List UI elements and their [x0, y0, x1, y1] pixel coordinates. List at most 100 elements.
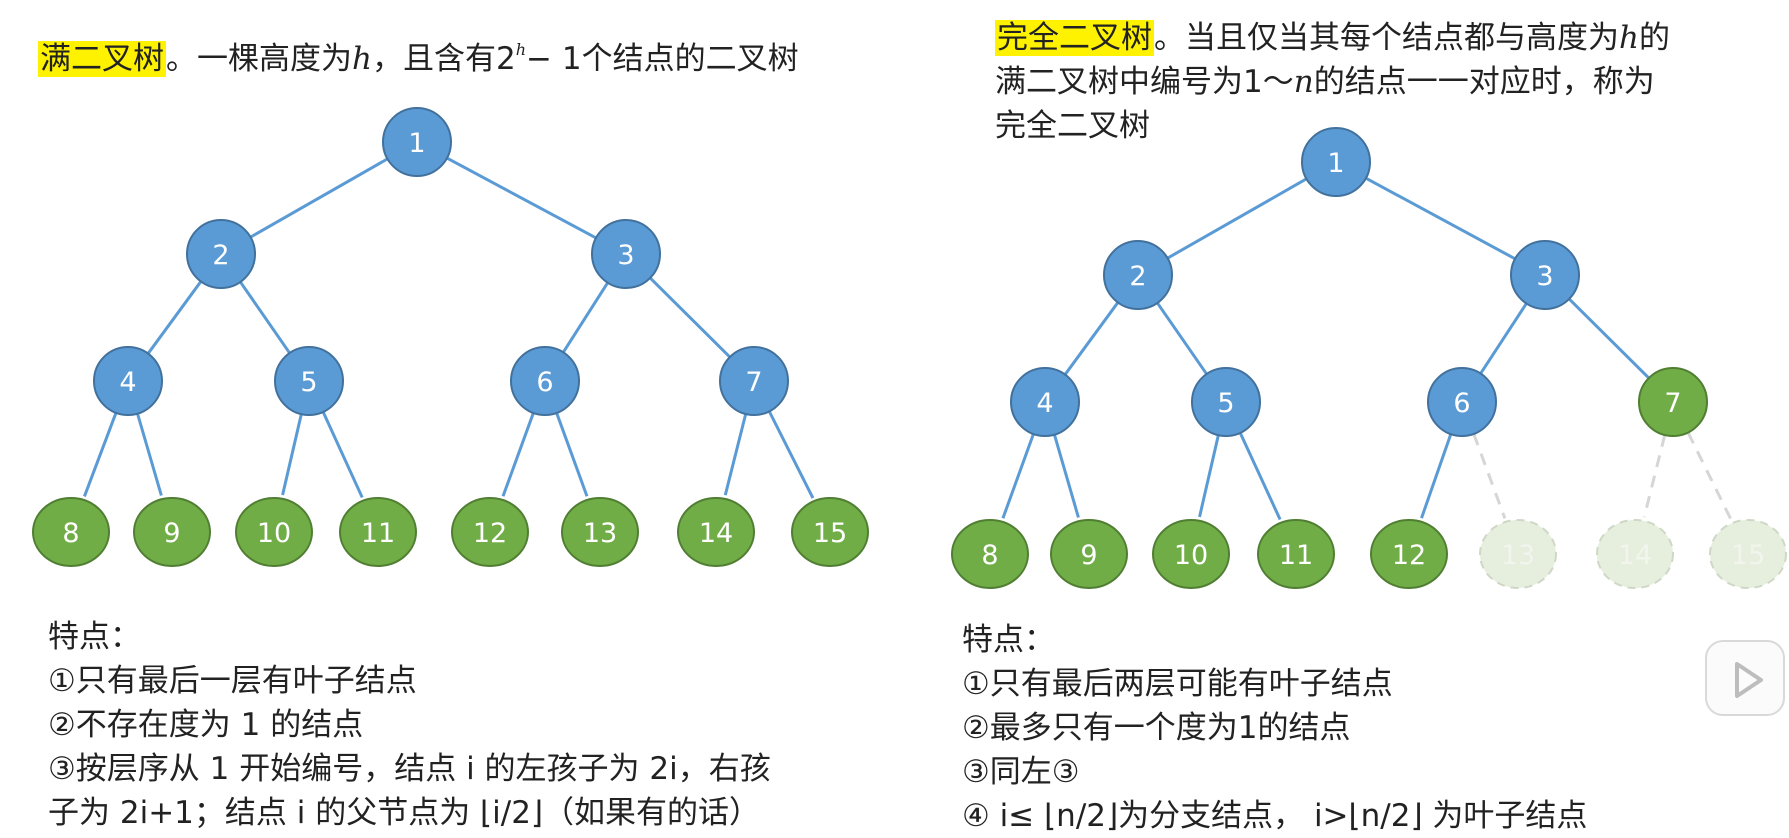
right-feature-item: ①只有最后两层可能有叶子结点 [962, 666, 1393, 702]
tree-node: 11 [339, 497, 417, 567]
tree-node-label: 12 [473, 518, 507, 549]
tree-edge [1568, 297, 1650, 380]
tree-node-label: 8 [62, 518, 79, 549]
tree-node: 4 [1010, 367, 1080, 437]
right-feature-item: ③同左③ [962, 754, 1080, 790]
tree-node-shape [1638, 367, 1708, 437]
tree-node-shape [133, 497, 211, 567]
right-title-line2-a: 满二叉树中编号为1～ [995, 64, 1294, 100]
tree-node: 2 [186, 219, 256, 289]
tree-node: 11 [1257, 519, 1335, 589]
tree-node-label: 5 [300, 367, 317, 398]
tree-node-shape [1191, 367, 1261, 437]
tree-node: 7 [1638, 367, 1708, 437]
tree-node-label: 5 [1217, 388, 1234, 419]
tree-edge [501, 412, 535, 497]
tree-node-shape [1510, 240, 1580, 310]
tree-edge [446, 156, 597, 240]
play-button[interactable] [1705, 640, 1785, 716]
tree-node-label: 15 [1731, 540, 1765, 571]
tree-edge [1001, 433, 1035, 519]
right-feature-item: ④ i≤ ⌊n/2⌋为分支结点， i>⌊n/2⌋ 为叶子结点 [962, 798, 1588, 834]
tree-node: 9 [1050, 519, 1128, 589]
tree-node-label: 4 [1036, 388, 1053, 419]
tree-node-shape [1370, 519, 1448, 589]
tree-node-label: 7 [745, 367, 762, 398]
tree-node: 6 [510, 346, 580, 416]
tree-node-shape [451, 497, 529, 567]
tree-edge [1166, 177, 1308, 260]
tree-node-shape [235, 497, 313, 567]
tree-node-label: 8 [981, 540, 998, 571]
right-title-line-1: 完全二叉树。当且仅当其每个结点都与高度为h的 [995, 16, 1670, 60]
tree-node: 10 [235, 497, 313, 567]
right-title-highlight: 完全二叉树 [995, 20, 1154, 56]
tree-edge-placeholder [1472, 433, 1507, 519]
left-title-text-a: 。一棵高度为 [166, 41, 352, 77]
right-title-line-2: 满二叉树中编号为1～n的结点一一对应时，称为 [995, 60, 1670, 104]
tree-node: 3 [591, 219, 661, 289]
tree-node-label: 1 [408, 128, 425, 159]
tree-node-label: 9 [1080, 540, 1097, 571]
tree-node: 15 [791, 497, 869, 567]
tree-edge [321, 411, 364, 499]
right-title-text-a: 。当且仅当其每个结点都与高度为 [1154, 20, 1619, 56]
left-title-text-b: ，且含有2 [371, 41, 516, 77]
tree-node-shape [1479, 519, 1557, 589]
tree-edge-placeholder [1642, 434, 1667, 518]
tree-edge [1053, 434, 1080, 518]
left-feature-item: ①只有最后一层有叶子结点 [48, 663, 417, 699]
tree-node-shape [1050, 519, 1128, 589]
tree-node-shape [32, 497, 110, 567]
tree-node: 1 [1301, 127, 1371, 197]
tree-node-label: 9 [163, 518, 180, 549]
tree-node-shape [951, 519, 1029, 589]
tree-node-shape [510, 346, 580, 416]
tree-edge [555, 412, 589, 497]
right-title-text-b: 的 [1638, 20, 1670, 56]
tree-node: 2 [1103, 240, 1173, 310]
tree-node: 4 [93, 346, 163, 416]
tree-edge [281, 413, 303, 496]
tree-node-shape [719, 346, 789, 416]
tree-node-label: 15 [813, 518, 847, 549]
right-title-line2-b: 的结点一一对应时，称为 [1313, 64, 1655, 100]
tree-edge [136, 413, 163, 496]
tree-node: 12 [1370, 519, 1448, 589]
tree-node: 1 [382, 107, 452, 177]
tree-edge [1420, 433, 1453, 519]
tree-node-label: 11 [1279, 540, 1313, 571]
tree-edge [1198, 434, 1220, 518]
tree-node: 13 [561, 497, 639, 567]
tree-edge [1238, 432, 1282, 521]
tree-node-shape [382, 107, 452, 177]
left-feature-item: ②不存在度为 1 的结点 [48, 707, 364, 743]
tree-node-label: 6 [1453, 388, 1470, 419]
right-title-var-h: h [1619, 20, 1639, 56]
tree-edge [1063, 301, 1120, 376]
tree-node-shape [1152, 519, 1230, 589]
tree-node: 14 [677, 497, 755, 567]
tree-node-label: 12 [1392, 540, 1426, 571]
left-title-var-h: h [352, 41, 372, 77]
tree-node-placeholder: 15 [1709, 519, 1787, 589]
tree-edge [1479, 302, 1528, 375]
tree-node-label: 14 [1618, 540, 1652, 571]
tree-edge [249, 157, 389, 239]
tree-node: 5 [1191, 367, 1261, 437]
tree-edge [83, 412, 118, 497]
tree-edge [723, 413, 748, 496]
tree-node-placeholder: 13 [1479, 519, 1557, 589]
tree-edge [649, 276, 731, 359]
left-feature-item: ③按层序从 1 开始编号，结点 i 的左孩子为 2i，右孩 [48, 751, 771, 787]
play-icon [1735, 662, 1763, 698]
tree-node-shape [1103, 240, 1173, 310]
tree-node-label: 3 [617, 240, 634, 271]
tree-node-placeholder: 14 [1596, 519, 1674, 589]
tree-node: 7 [719, 346, 789, 416]
tree-node-label: 10 [1174, 540, 1208, 571]
tree-node-shape [677, 497, 755, 567]
right-feature-item: ②最多只有一个度为1的结点 [962, 710, 1351, 746]
left-title-text-c: − 1个结点的二叉树 [526, 41, 799, 77]
